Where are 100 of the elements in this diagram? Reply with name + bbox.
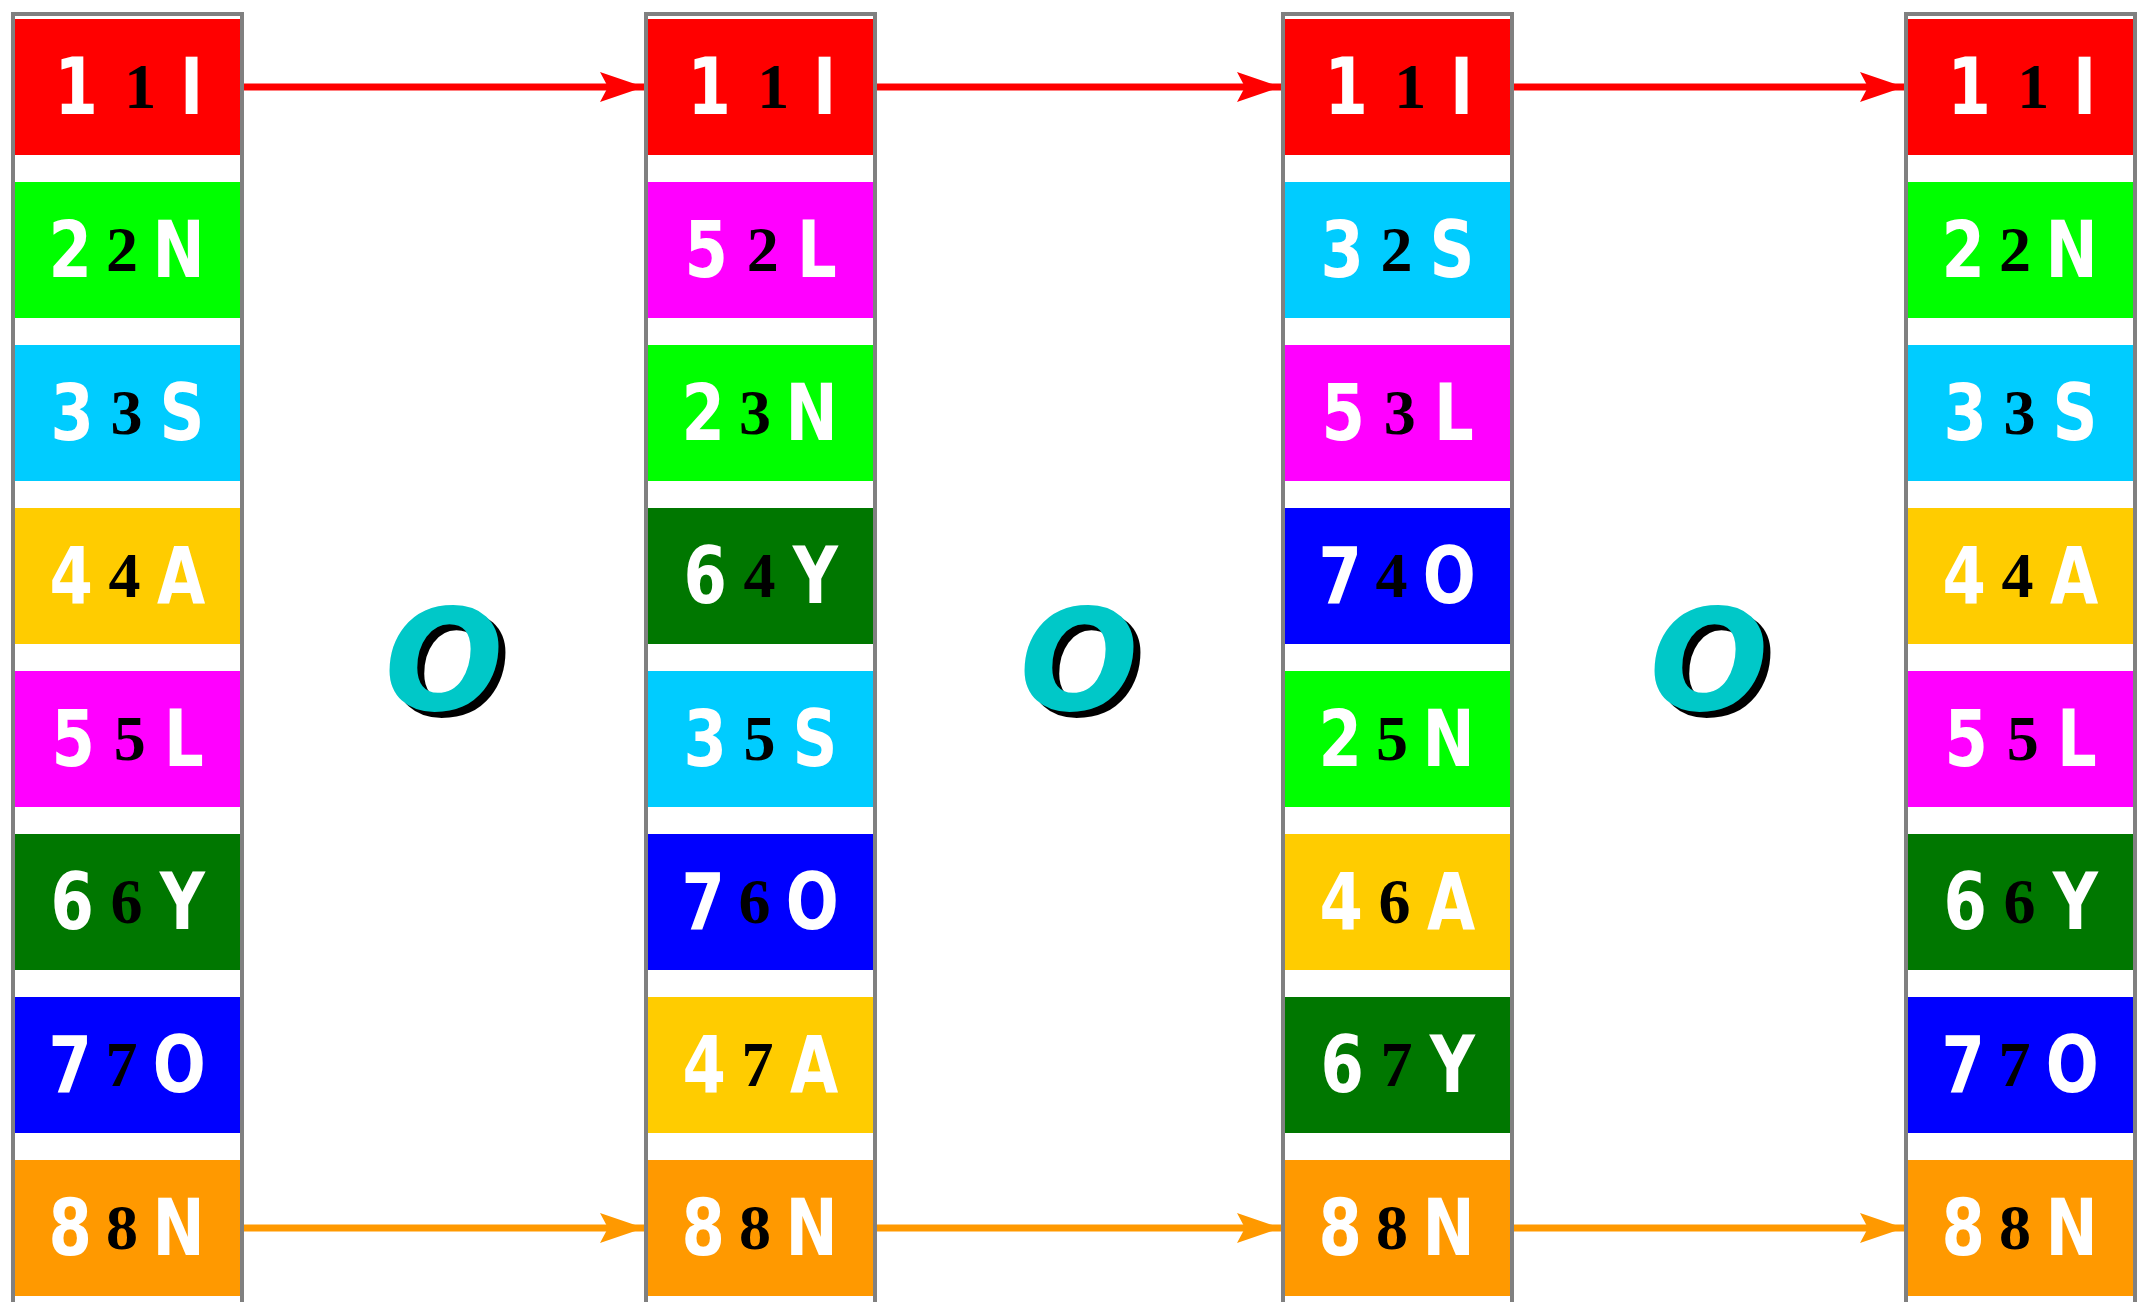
letter-label: N xyxy=(1423,700,1476,778)
color-bar xyxy=(15,671,240,807)
position-number: 8 xyxy=(106,1196,138,1260)
color-bar xyxy=(1908,19,2133,155)
position-number: 1 xyxy=(124,55,157,119)
position-number: 1 xyxy=(1394,55,1427,119)
operator-label: O xyxy=(1649,592,1769,732)
position-number: 8 xyxy=(739,1196,771,1260)
row-number: 6 xyxy=(50,863,94,941)
letter-label: O xyxy=(785,863,839,941)
letter-label: S xyxy=(2052,374,2098,452)
color-bar xyxy=(1908,345,2133,481)
color-bar xyxy=(648,997,873,1133)
arrow xyxy=(244,1213,644,1243)
letter-label: I xyxy=(2072,48,2096,126)
letter-label: N xyxy=(153,211,206,289)
row-number: 4 xyxy=(1942,537,1986,615)
row-number: 6 xyxy=(1320,1026,1364,1104)
position-number: 4 xyxy=(743,544,776,608)
color-bar xyxy=(1285,834,1510,970)
arrow xyxy=(877,72,1281,102)
letter-label: O xyxy=(2045,1026,2099,1104)
position-number: 7 xyxy=(105,1033,138,1097)
color-bar xyxy=(1285,508,1510,644)
position-number: 6 xyxy=(738,870,771,934)
position-number: 5 xyxy=(113,707,146,771)
color-bar xyxy=(15,997,240,1133)
row-number: 7 xyxy=(681,863,725,941)
color-bar xyxy=(1285,182,1510,318)
letter-label: N xyxy=(2046,211,2099,289)
column-frame xyxy=(11,12,244,1302)
row-number: 4 xyxy=(682,1026,726,1104)
color-bar xyxy=(15,1160,240,1296)
color-bar xyxy=(15,345,240,481)
color-bar xyxy=(648,1160,873,1296)
color-bar xyxy=(1908,508,2133,644)
row-number: 5 xyxy=(51,700,95,778)
row-number: 5 xyxy=(684,211,728,289)
position-number: 2 xyxy=(1380,218,1413,282)
position-number: 1 xyxy=(2017,55,2050,119)
letter-label: S xyxy=(792,700,838,778)
position-number: 3 xyxy=(110,381,143,445)
color-bar xyxy=(1908,671,2133,807)
color-bar xyxy=(1908,997,2133,1133)
letter-label: Y xyxy=(159,863,205,941)
column-frame xyxy=(644,12,877,1302)
position-number: 1 xyxy=(757,55,790,119)
row-number: 8 xyxy=(1941,1189,1986,1267)
letter-label: L xyxy=(1434,374,1475,452)
color-bar xyxy=(1908,1160,2133,1296)
row-number: 8 xyxy=(1318,1189,1363,1267)
row-number: 3 xyxy=(1320,211,1364,289)
color-bar xyxy=(15,182,240,318)
row-number: 7 xyxy=(1941,1026,1985,1104)
color-bar xyxy=(648,671,873,807)
row-number: 3 xyxy=(1943,374,1987,452)
row-number: 1 xyxy=(54,48,99,126)
row-number: 8 xyxy=(681,1189,726,1267)
letter-label: I xyxy=(812,48,836,126)
letter-label: O xyxy=(1422,537,1476,615)
row-number: 1 xyxy=(1947,48,1992,126)
letter-label: N xyxy=(786,374,839,452)
color-bar xyxy=(1285,997,1510,1133)
color-bar xyxy=(1908,834,2133,970)
color-bar xyxy=(15,834,240,970)
row-number: 2 xyxy=(48,211,93,289)
color-bar xyxy=(15,19,240,155)
position-number: 5 xyxy=(743,707,776,771)
letter-label: N xyxy=(2046,1189,2099,1267)
position-number: 2 xyxy=(106,218,138,282)
position-number: 3 xyxy=(2003,381,2036,445)
operator-label: O xyxy=(1019,592,1139,732)
letter-label: S xyxy=(1429,211,1475,289)
position-number: 7 xyxy=(1380,1033,1413,1097)
row-number: 4 xyxy=(1319,863,1363,941)
row-number: 3 xyxy=(50,374,94,452)
row-number: 1 xyxy=(1324,48,1369,126)
letter-label: L xyxy=(797,211,838,289)
position-number: 7 xyxy=(1998,1033,2031,1097)
position-number: 4 xyxy=(108,544,141,608)
letter-label: I xyxy=(1449,48,1473,126)
letter-label: S xyxy=(159,374,205,452)
letter-label: N xyxy=(1423,1189,1476,1267)
row-number: 2 xyxy=(1318,700,1363,778)
letter-label: A xyxy=(789,1026,838,1104)
color-bar xyxy=(1285,1160,1510,1296)
position-number: 2 xyxy=(746,218,779,282)
position-number: 6 xyxy=(110,870,143,934)
letter-label: Y xyxy=(1429,1026,1475,1104)
color-bar xyxy=(648,508,873,644)
row-number: 6 xyxy=(683,537,727,615)
row-number: 7 xyxy=(1318,537,1362,615)
color-bar xyxy=(648,182,873,318)
position-number: 4 xyxy=(2001,544,2034,608)
letter-label: L xyxy=(164,700,205,778)
position-number: 5 xyxy=(1376,707,1408,771)
color-bar xyxy=(648,834,873,970)
letter-label: Y xyxy=(792,537,838,615)
color-bar xyxy=(648,345,873,481)
arrow xyxy=(1514,1213,1904,1243)
